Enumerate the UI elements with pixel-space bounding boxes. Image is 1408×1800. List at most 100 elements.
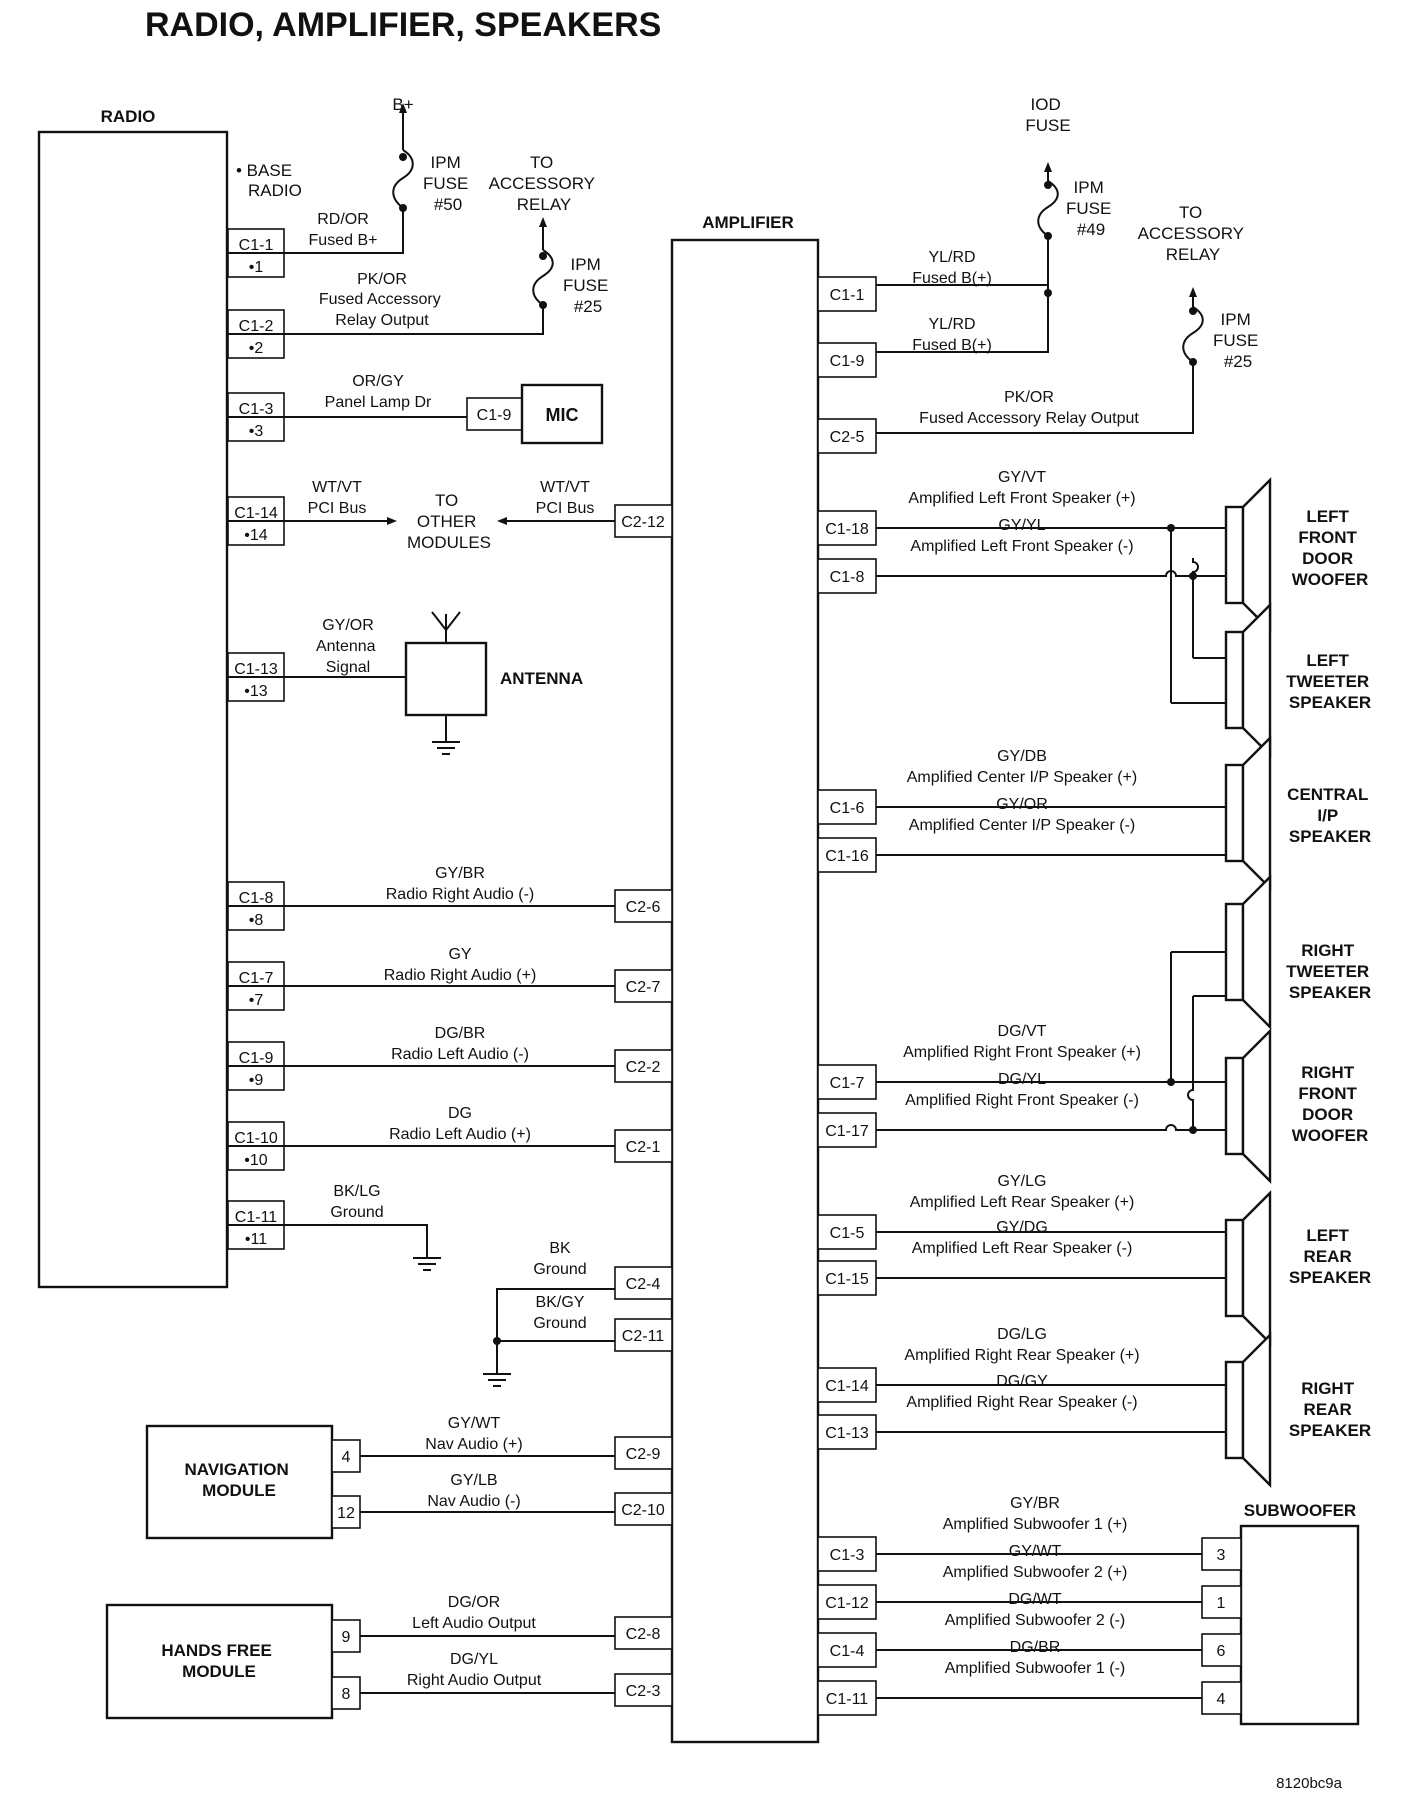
fuse-line: FUSE xyxy=(563,276,608,295)
wire-color: GY/BR xyxy=(435,865,485,882)
wire-desc: Amplified Right Rear Speaker (+) xyxy=(904,1347,1139,1364)
pin-label: 9 xyxy=(342,1629,351,1646)
wire-color: DG/BR xyxy=(435,1025,486,1042)
wire-color: DG/BR xyxy=(1010,1639,1061,1656)
wire-desc: Radio Right Audio (-) xyxy=(386,886,535,903)
wire-color: DG/VT xyxy=(998,1023,1047,1040)
wire-desc: Ground xyxy=(533,1315,586,1332)
speaker-icon xyxy=(1224,735,1272,891)
circuit-radio-right-audio-pos: GY Radio Right Audio (+) xyxy=(284,946,615,987)
pin-label: C1-15 xyxy=(825,1271,869,1288)
wire-desc: PCI Bus xyxy=(308,500,367,517)
pin-label: C1-18 xyxy=(825,521,869,538)
wire-desc: Ground xyxy=(533,1261,586,1278)
mic-pin-label: C1-9 xyxy=(477,407,512,424)
mic-label: MIC xyxy=(546,405,579,425)
wire-color: GY/OR xyxy=(996,796,1048,813)
pin-label: C2-11 xyxy=(622,1328,664,1345)
speaker-label-right-rear: RIGHT REAR SPEAKER xyxy=(1289,1379,1371,1440)
wire-desc: Amplified Subwoofer 1 (+) xyxy=(943,1516,1128,1533)
wire-color: DG/WT xyxy=(1008,1591,1062,1608)
wire-desc: Ground xyxy=(330,1204,383,1221)
modules-line: OTHER xyxy=(417,512,477,531)
wire-desc: Fused B(+) xyxy=(912,270,992,287)
wire-color: GY/WT xyxy=(448,1415,501,1432)
pin-label: C1-3 xyxy=(830,1547,865,1564)
fuse-line: IPM xyxy=(431,153,461,172)
wire-color: GY/LB xyxy=(450,1472,497,1489)
wire-desc: Nav Audio (-) xyxy=(427,1493,520,1510)
pin-label: C2-2 xyxy=(626,1059,661,1076)
pin-label: 8 xyxy=(342,1686,351,1703)
pin-label: C1-11 xyxy=(826,1691,868,1708)
speaker-line: SPEAKER xyxy=(1289,693,1371,712)
pin-sub-label: •9 xyxy=(249,1072,264,1089)
pin-label: 12 xyxy=(337,1505,355,1522)
pin-label: C2-6 xyxy=(626,899,661,916)
radio-pin-c1-3: C1-3 •3 xyxy=(227,392,285,442)
wire-desc: Amplified Left Rear Speaker (+) xyxy=(910,1194,1135,1211)
wire-color: DG xyxy=(448,1105,472,1122)
pin-label: C2-8 xyxy=(626,1626,661,1643)
pin-label: C1-4 xyxy=(830,1643,865,1660)
wire-color: DG/YL xyxy=(450,1651,498,1668)
speaker-line: FRONT xyxy=(1298,528,1357,547)
radio-pin-c1-1: C1-1 •1 xyxy=(227,228,285,278)
speaker-line: TWEETER xyxy=(1286,962,1369,981)
wire-color: WT/VT xyxy=(312,479,362,496)
wire-color: DG/GY xyxy=(996,1373,1048,1390)
base-radio-label: • BASE RADIO xyxy=(236,161,302,200)
pin-label: C1-6 xyxy=(830,800,865,817)
circuit-panel-lamp: C1-9 MIC OR/GY Panel Lamp Dr xyxy=(284,373,604,445)
wire-color: GY/LG xyxy=(998,1173,1047,1190)
relay-line: ACCESSORY xyxy=(489,174,595,193)
wire-desc: Amplified Center I/P Speaker (-) xyxy=(909,817,1135,834)
speaker-line: CENTRAL xyxy=(1287,785,1368,804)
ipm-fuse-25-label: IPM FUSE #25 xyxy=(563,255,613,316)
speaker-label-left-front-door-woofer: LEFT FRONT DOOR WOOFER xyxy=(1292,507,1369,589)
to-accessory-relay-label: TO ACCESSORY RELAY xyxy=(489,153,600,214)
fuse-line: IPM xyxy=(1074,178,1104,197)
pin-sub-label: •13 xyxy=(244,683,268,700)
relay-line: RELAY xyxy=(1166,245,1221,264)
speaker-line: REAR xyxy=(1304,1400,1352,1419)
speaker-label-left-rear: LEFT REAR SPEAKER xyxy=(1289,1226,1371,1287)
speaker-line: WOOFER xyxy=(1292,1126,1369,1145)
wire-color: DG/OR xyxy=(448,1594,500,1611)
wire-desc: Fused B+ xyxy=(309,232,378,249)
pin-label: C1-12 xyxy=(825,1595,869,1612)
relay-line: TO xyxy=(1179,203,1202,222)
wire-color: GY/DB xyxy=(997,748,1047,765)
navigation-module-label: NAVIGATION MODULE xyxy=(185,1460,294,1500)
to-other-modules-label: TO OTHER MODULES xyxy=(407,491,491,552)
speaker-icon xyxy=(1224,1028,1272,1184)
modules-line: MODULES xyxy=(407,533,491,552)
subwoofer-box xyxy=(1239,1524,1360,1726)
wire-color: BK/LG xyxy=(333,1183,380,1200)
wire-color: YL/RD xyxy=(928,249,975,266)
circuit-pci-bus: TO OTHER MODULES WT/VT PCI Bus WT/VT PCI… xyxy=(284,479,615,552)
speaker-label-right-front-door-woofer: RIGHT FRONT DOOR WOOFER xyxy=(1292,1063,1369,1145)
antenna-label: ANTENNA xyxy=(500,669,583,688)
wire-desc: Amplified Subwoofer 2 (-) xyxy=(945,1612,1126,1629)
wire-color: GY/DG xyxy=(996,1219,1048,1236)
pin-label: 4 xyxy=(342,1449,351,1466)
amplifier-label: AMPLIFIER xyxy=(702,213,794,232)
pin-label: C2-10 xyxy=(621,1502,665,1519)
relay-line: RELAY xyxy=(517,195,572,214)
module-line: NAVIGATION xyxy=(185,1460,289,1479)
ipm-fuse-49-label: IPM FUSE #49 xyxy=(1066,178,1116,239)
wire-color: GY/WT xyxy=(1009,1543,1062,1560)
fuse-line: IPM xyxy=(571,255,601,274)
wire-desc: Amplified Center I/P Speaker (+) xyxy=(907,769,1137,786)
speakers xyxy=(1224,477,1272,1488)
to-accessory-relay-label: TO ACCESSORY RELAY xyxy=(1138,203,1249,264)
wire-desc: Amplified Right Front Speaker (+) xyxy=(903,1044,1141,1061)
navigation-module: NAVIGATION MODULE 4 12 GY/WT Nav Audio (… xyxy=(145,1415,615,1540)
fuse-line: IOD xyxy=(1031,95,1061,114)
radio-pin-c1-7: C1-7 •7 xyxy=(227,961,285,1011)
speaker-line: TWEETER xyxy=(1286,672,1369,691)
module-line: MODULE xyxy=(202,1481,276,1500)
wire-desc: Radio Right Audio (+) xyxy=(384,967,537,984)
